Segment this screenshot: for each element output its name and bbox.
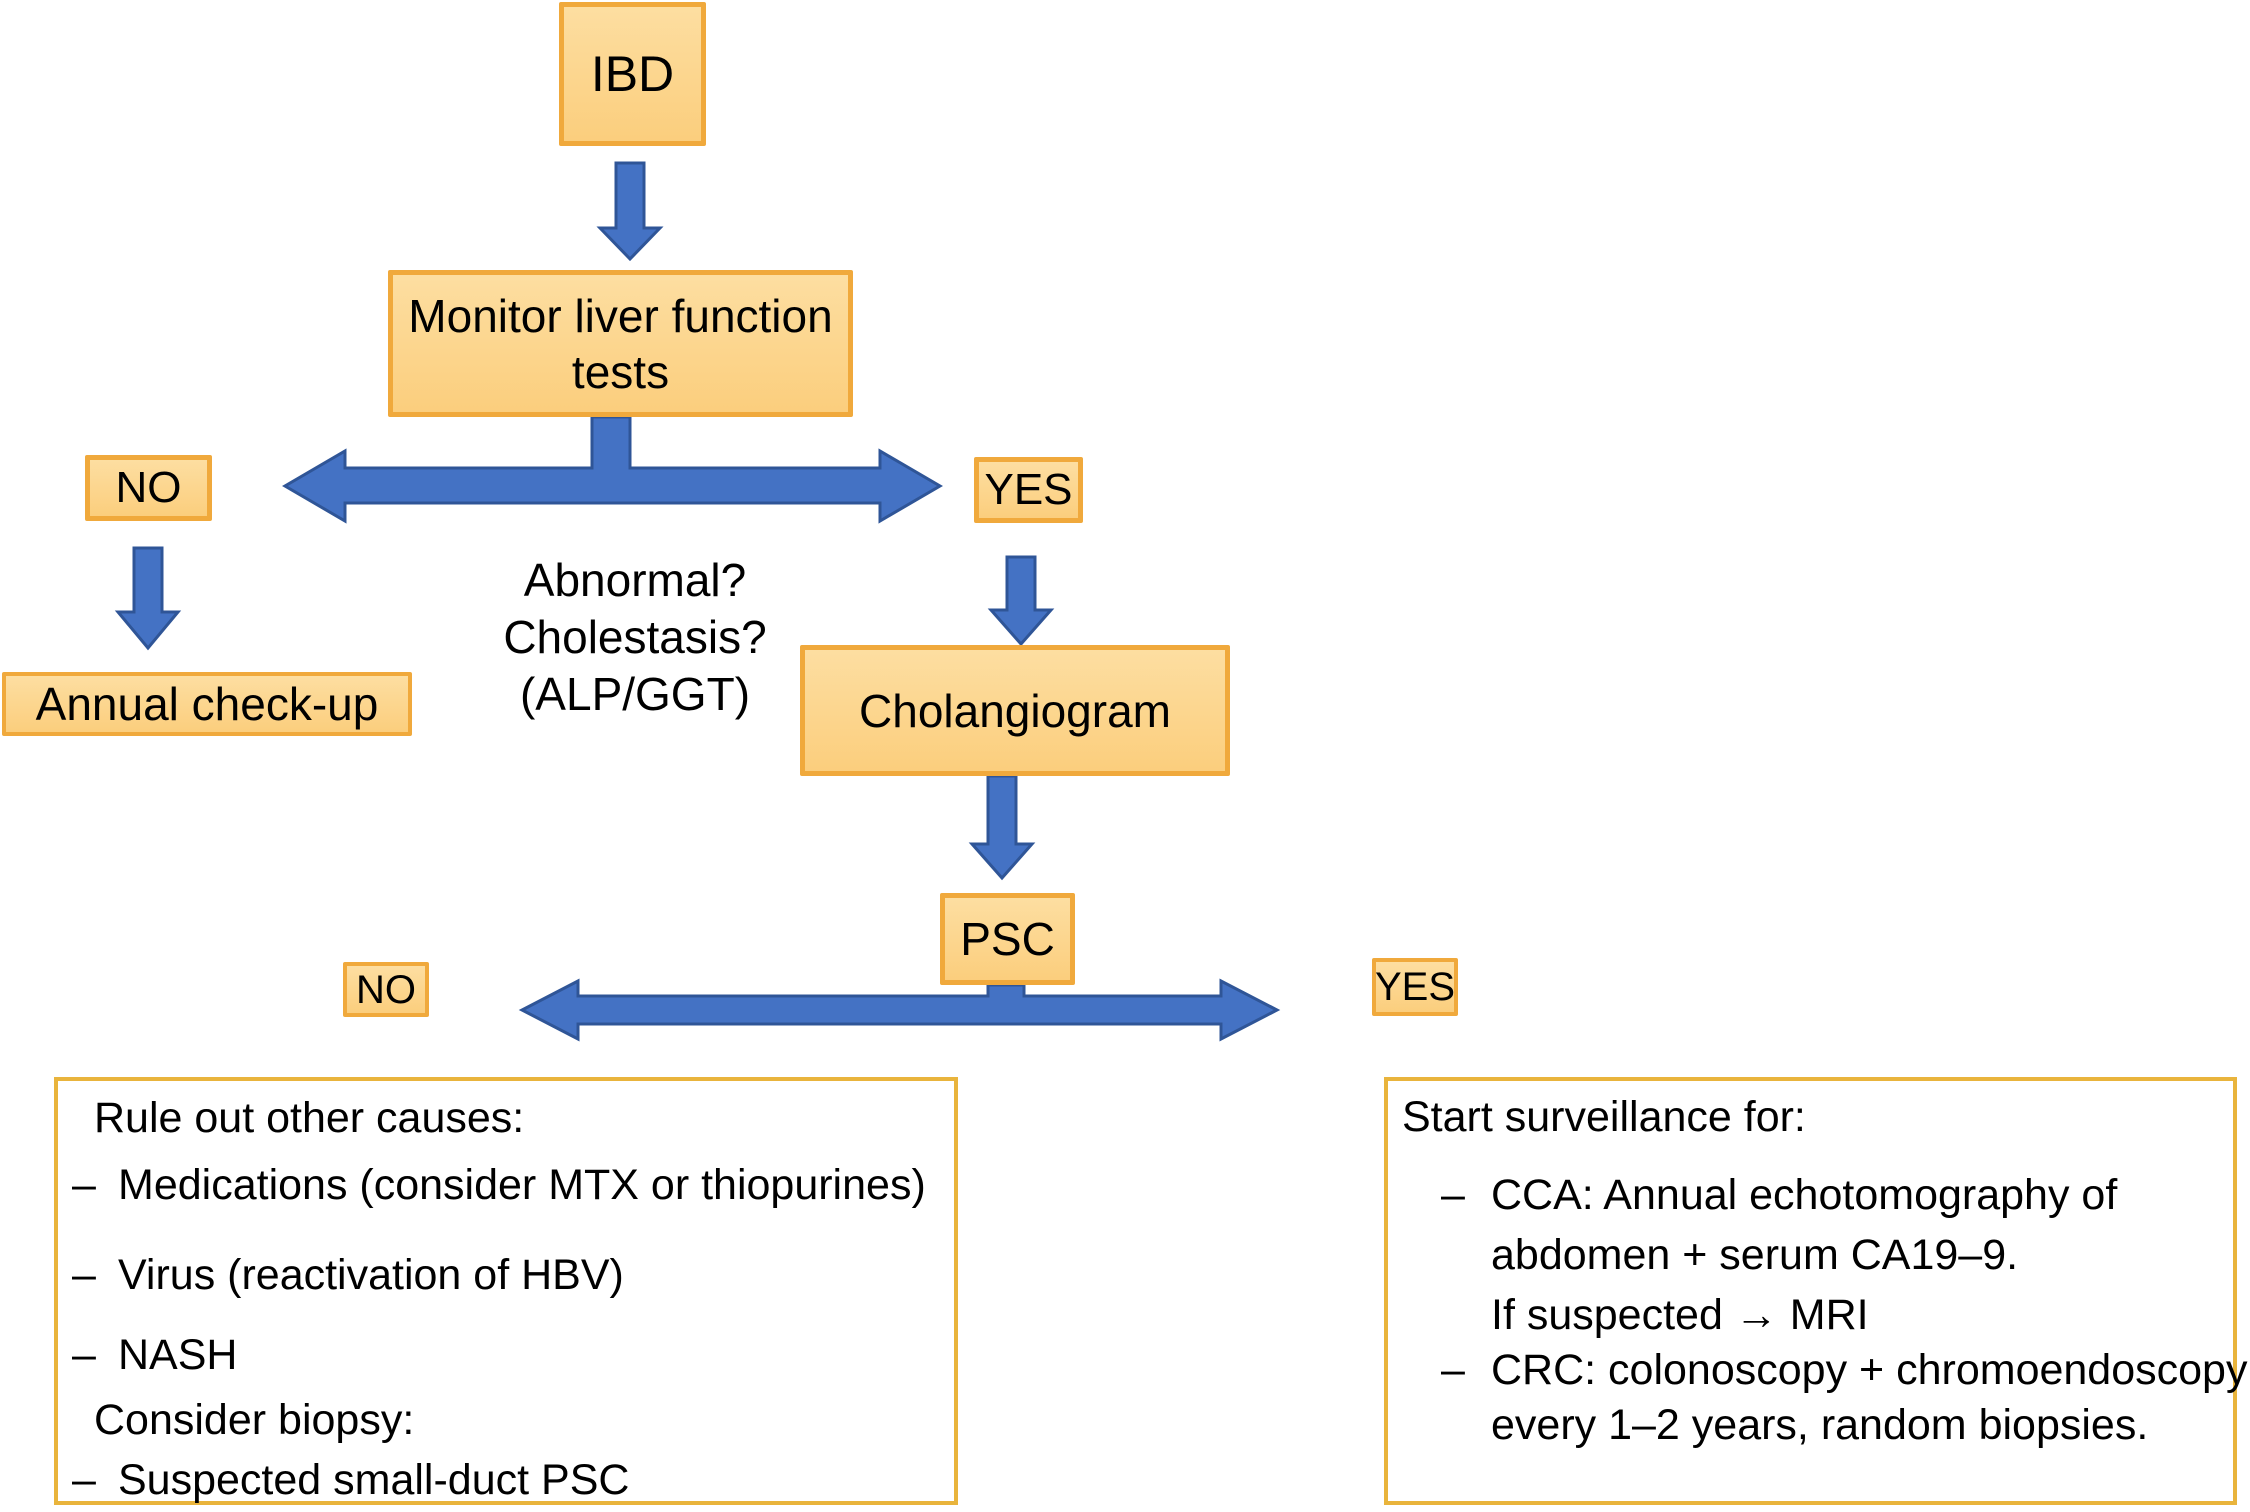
dash-bullet: – [72, 1331, 96, 1379]
node-yes-upper-label: YES [984, 465, 1073, 514]
node-monitor-liver: Monitor liver function tests [388, 270, 853, 417]
arrow-yes-to-cholangiogram [987, 555, 1055, 647]
surveillance-item-cca-cont: abdomen + serum CA19–9. [1491, 1231, 2019, 1279]
arrow-ibd-to-monitor [596, 161, 664, 262]
node-ibd: IBD [559, 2, 706, 146]
surveillance-heading: Start surveillance for: [1402, 1093, 1806, 1141]
node-no-lower-label: NO [356, 967, 416, 1012]
node-ibd-label: IBD [590, 46, 675, 102]
question-line-3: (ALP/GGT) [519, 668, 751, 720]
arrow-split-lower [518, 978, 1281, 1042]
node-monitor-liver-label: Monitor liver function tests [408, 289, 833, 398]
rule-out-heading: Rule out other causes: [94, 1094, 525, 1142]
dash-bullet: – [72, 1456, 96, 1504]
rule-out-item-small-duct-psc: –Suspected small-duct PSC [72, 1456, 630, 1504]
node-yes-lower-label: YES [1374, 965, 1456, 1009]
node-yes-lower: YES [1372, 958, 1458, 1016]
question-text: Abnormal? Cholestasis? (ALP/GGT) [385, 552, 885, 723]
surveillance-item-crc-cont: every 1–2 years, random biopsies. [1491, 1401, 2149, 1449]
dash-bullet: – [1441, 1346, 1465, 1394]
rule-out-item-medications: –Medications (consider MTX or thiopurine… [72, 1161, 926, 1209]
rule-out-item-virus: –Virus (reactivation of HBV) [72, 1251, 624, 1299]
arrow-split-upper [282, 415, 943, 524]
node-no-lower: NO [343, 962, 429, 1017]
dash-bullet: – [72, 1251, 96, 1299]
surveillance-item-mri: If suspected → MRI [1491, 1291, 1869, 1339]
panel-surveillance: Start surveillance for: –CCA: Annual ech… [1384, 1077, 2247, 1505]
arrow-no-to-annual [114, 546, 182, 651]
node-annual-checkup-label: Annual check-up [35, 678, 379, 730]
question-line-2: Cholestasis? [503, 611, 767, 663]
node-annual-checkup: Annual check-up [2, 672, 412, 736]
node-psc-label: PSC [960, 913, 1055, 965]
node-cholangiogram-label: Cholangiogram [859, 684, 1171, 737]
node-yes-upper: YES [974, 457, 1083, 523]
surveillance-item-cca: –CCA: Annual echotomography of [1441, 1171, 2118, 1219]
surveillance-item-crc: –CRC: colonoscopy + chromoendoscopy [1441, 1346, 2248, 1394]
rule-out-item-nash: –NASH [72, 1331, 238, 1379]
consider-biopsy-heading: Consider biopsy: [94, 1396, 415, 1444]
question-line-1: Abnormal? [523, 554, 747, 606]
node-cholangiogram: Cholangiogram [800, 645, 1230, 776]
dash-bullet: – [1441, 1171, 1465, 1219]
node-no-upper-label: NO [115, 463, 182, 512]
panel-rule-out: Rule out other causes: –Medications (con… [54, 1077, 958, 1505]
node-no-upper: NO [85, 455, 212, 521]
node-psc: PSC [940, 893, 1075, 985]
dash-bullet: – [72, 1161, 96, 1209]
arrow-cholangiogram-to-psc [968, 774, 1036, 881]
